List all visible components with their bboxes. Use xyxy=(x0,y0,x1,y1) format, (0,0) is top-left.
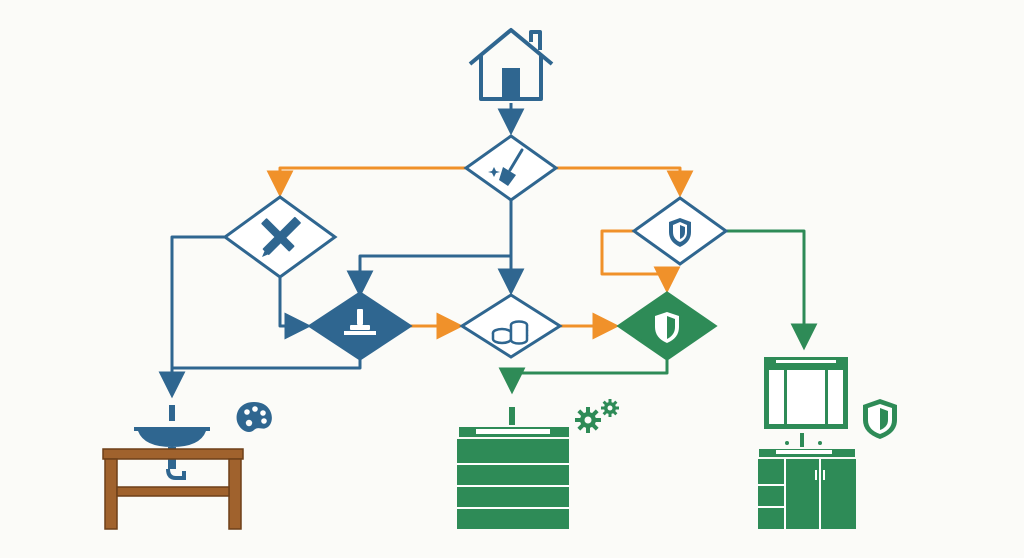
edge-cleaning-design xyxy=(266,166,466,198)
design-node xyxy=(222,195,338,279)
vanity-mirror-node xyxy=(758,357,897,529)
pencil-ruler-icon xyxy=(261,216,301,257)
home-node xyxy=(468,28,554,101)
gears-icon xyxy=(575,399,619,433)
shield-icon xyxy=(669,218,691,247)
cleaning-node xyxy=(463,134,559,202)
edge-protection-top-vanity xyxy=(726,229,818,351)
budget-node xyxy=(459,293,563,359)
cabinet-icon xyxy=(457,407,569,529)
scraper-icon xyxy=(344,309,376,335)
edge-design-sink xyxy=(158,235,226,399)
edge-protection-green-cabinet xyxy=(498,360,669,395)
edge-protection-top-protection-green xyxy=(600,229,681,294)
sink-vanity-icon xyxy=(102,405,244,530)
scraper-node xyxy=(307,291,413,361)
edge-scraper-sink xyxy=(172,358,362,370)
shield-icon xyxy=(863,399,897,439)
edge-cleaning-protection-top xyxy=(556,166,694,198)
sink-wooden-node xyxy=(102,402,272,530)
coins-icon xyxy=(491,320,529,345)
palette-icon xyxy=(236,402,272,432)
edge-cleaning-scraper xyxy=(346,254,511,298)
broom-icon xyxy=(488,148,524,186)
mirror-vanity-icon xyxy=(758,357,856,529)
cabinet-green-node xyxy=(457,399,619,529)
shield-icon xyxy=(655,312,679,343)
protection-top-node xyxy=(631,196,729,266)
protection-green-node xyxy=(616,291,718,361)
house-door xyxy=(502,68,520,99)
edge-design-scraper xyxy=(278,272,312,340)
